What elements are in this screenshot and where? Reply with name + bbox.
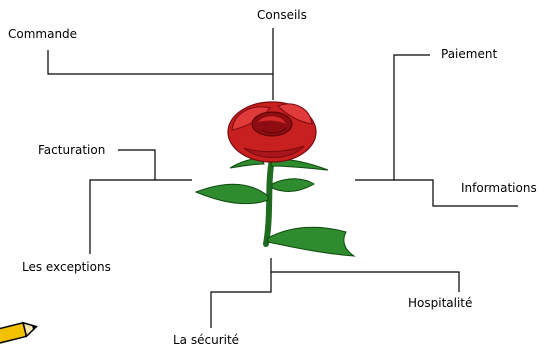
label-les-exceptions: Les exceptions <box>22 260 111 274</box>
label-informations: Informations <box>461 181 537 195</box>
pencil-icon <box>0 321 38 344</box>
connector-facturation <box>118 149 192 181</box>
connector-exceptions <box>89 179 155 254</box>
label-conseils: Conseils <box>257 8 307 22</box>
connector-hospitalite <box>270 258 460 292</box>
label-hospitalite: Hospitalité <box>408 296 473 310</box>
rose-icon <box>194 101 356 257</box>
label-paiement: Paiement <box>441 47 498 61</box>
connector-lines <box>47 28 518 328</box>
label-la-securite: La sécurité <box>173 333 240 347</box>
label-commande: Commande <box>8 27 78 41</box>
connector-commande <box>47 50 273 75</box>
connector-securite <box>210 272 272 328</box>
label-facturation: Facturation <box>38 143 106 157</box>
connector-informations <box>394 179 518 207</box>
connector-paiement <box>355 54 430 181</box>
